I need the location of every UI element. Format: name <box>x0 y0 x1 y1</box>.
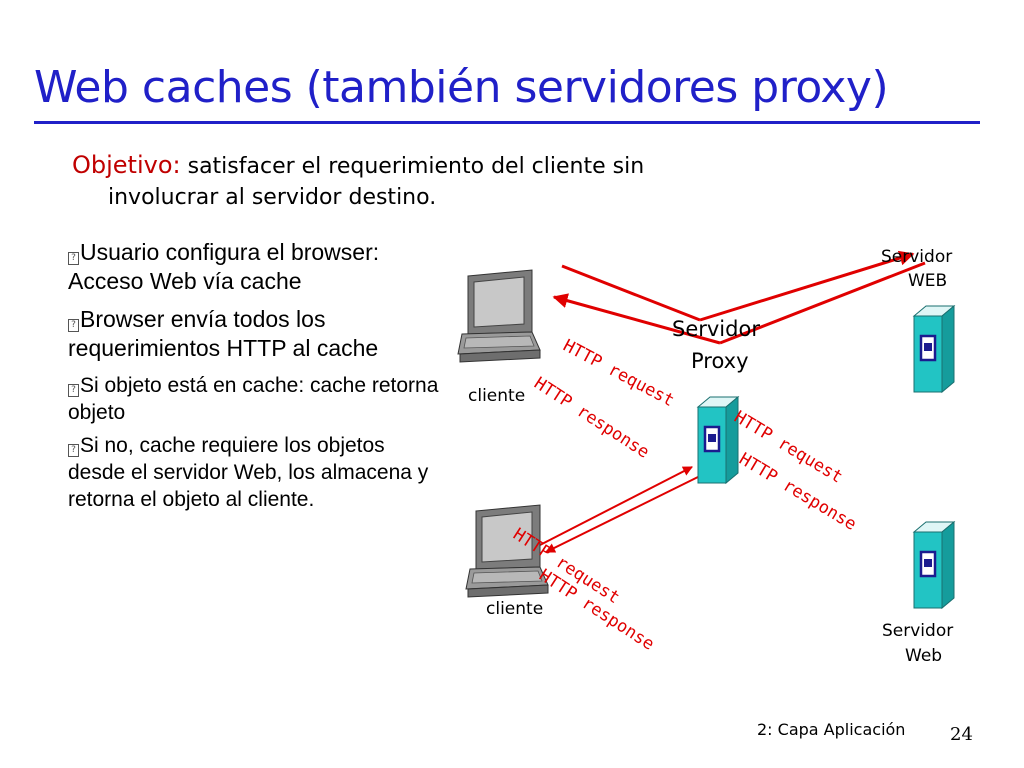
objective-lead: Objetivo: <box>72 151 181 179</box>
footer-section: 2: Capa Aplicación <box>757 720 906 739</box>
arrow-response-bottom-client <box>545 475 701 553</box>
bullet-list: ?Usuario configura el browser: Acceso We… <box>68 238 440 519</box>
bullet-text: Browser envía todos los requerimientos H… <box>68 306 379 361</box>
server-top-label-line1: Servidor <box>881 247 952 267</box>
bullet-item: ?Browser envía todos los requerimientos … <box>68 305 440 363</box>
page-number: 24 <box>950 724 973 745</box>
bullet-item: ?Si objeto está en cache: cache retorna … <box>68 372 440 426</box>
client-bottom-label: cliente <box>486 599 543 619</box>
server-proxy-icon <box>696 395 740 485</box>
objective-text-line1: satisfacer el requerimiento del cliente … <box>180 154 645 179</box>
bullet-marker-icon: ? <box>68 319 79 332</box>
arrow-response-server-to-proxy <box>719 261 926 345</box>
bullet-marker-icon: ? <box>68 384 79 397</box>
client-top-label: cliente <box>468 386 525 406</box>
arrow-request-proxy-to-server <box>699 250 915 322</box>
server-web-bottom-icon <box>912 520 956 610</box>
arrow-request-bottom-client <box>539 466 693 546</box>
computer-client-top-icon <box>457 269 541 363</box>
slide-title: Web caches (también servidores proxy) <box>34 62 889 113</box>
bullet-text: Si objeto está en cache: cache retorna o… <box>68 374 439 424</box>
proxy-label-line1: Servidor <box>672 317 760 341</box>
objective-text-line2: involucrar al servidor destino. <box>108 185 437 210</box>
server-top-label-line2: WEB <box>908 271 947 291</box>
objective: Objetivo: satisfacer el requerimiento de… <box>72 150 812 213</box>
server-web-top-icon <box>912 304 956 394</box>
bullet-marker-icon: ? <box>68 444 79 457</box>
bullet-text: Si no, cache requiere los objetos desde … <box>68 434 429 511</box>
server-bottom-label-line1: Servidor <box>882 621 953 641</box>
bullet-marker-icon: ? <box>68 252 79 265</box>
arrow-response-proxy-to-client <box>552 293 721 345</box>
proxy-label-line2: Proxy <box>691 349 749 373</box>
bullet-item: ?Usuario configura el browser: Acceso We… <box>68 238 440 296</box>
server-bottom-label-line2: Web <box>905 646 942 666</box>
bullet-text: Usuario configura el browser: Acceso Web… <box>68 239 380 294</box>
bullet-item: ?Si no, cache requiere los objetos desde… <box>68 432 440 513</box>
title-underline <box>34 121 980 124</box>
arrow-request-client-to-proxy <box>561 264 701 322</box>
